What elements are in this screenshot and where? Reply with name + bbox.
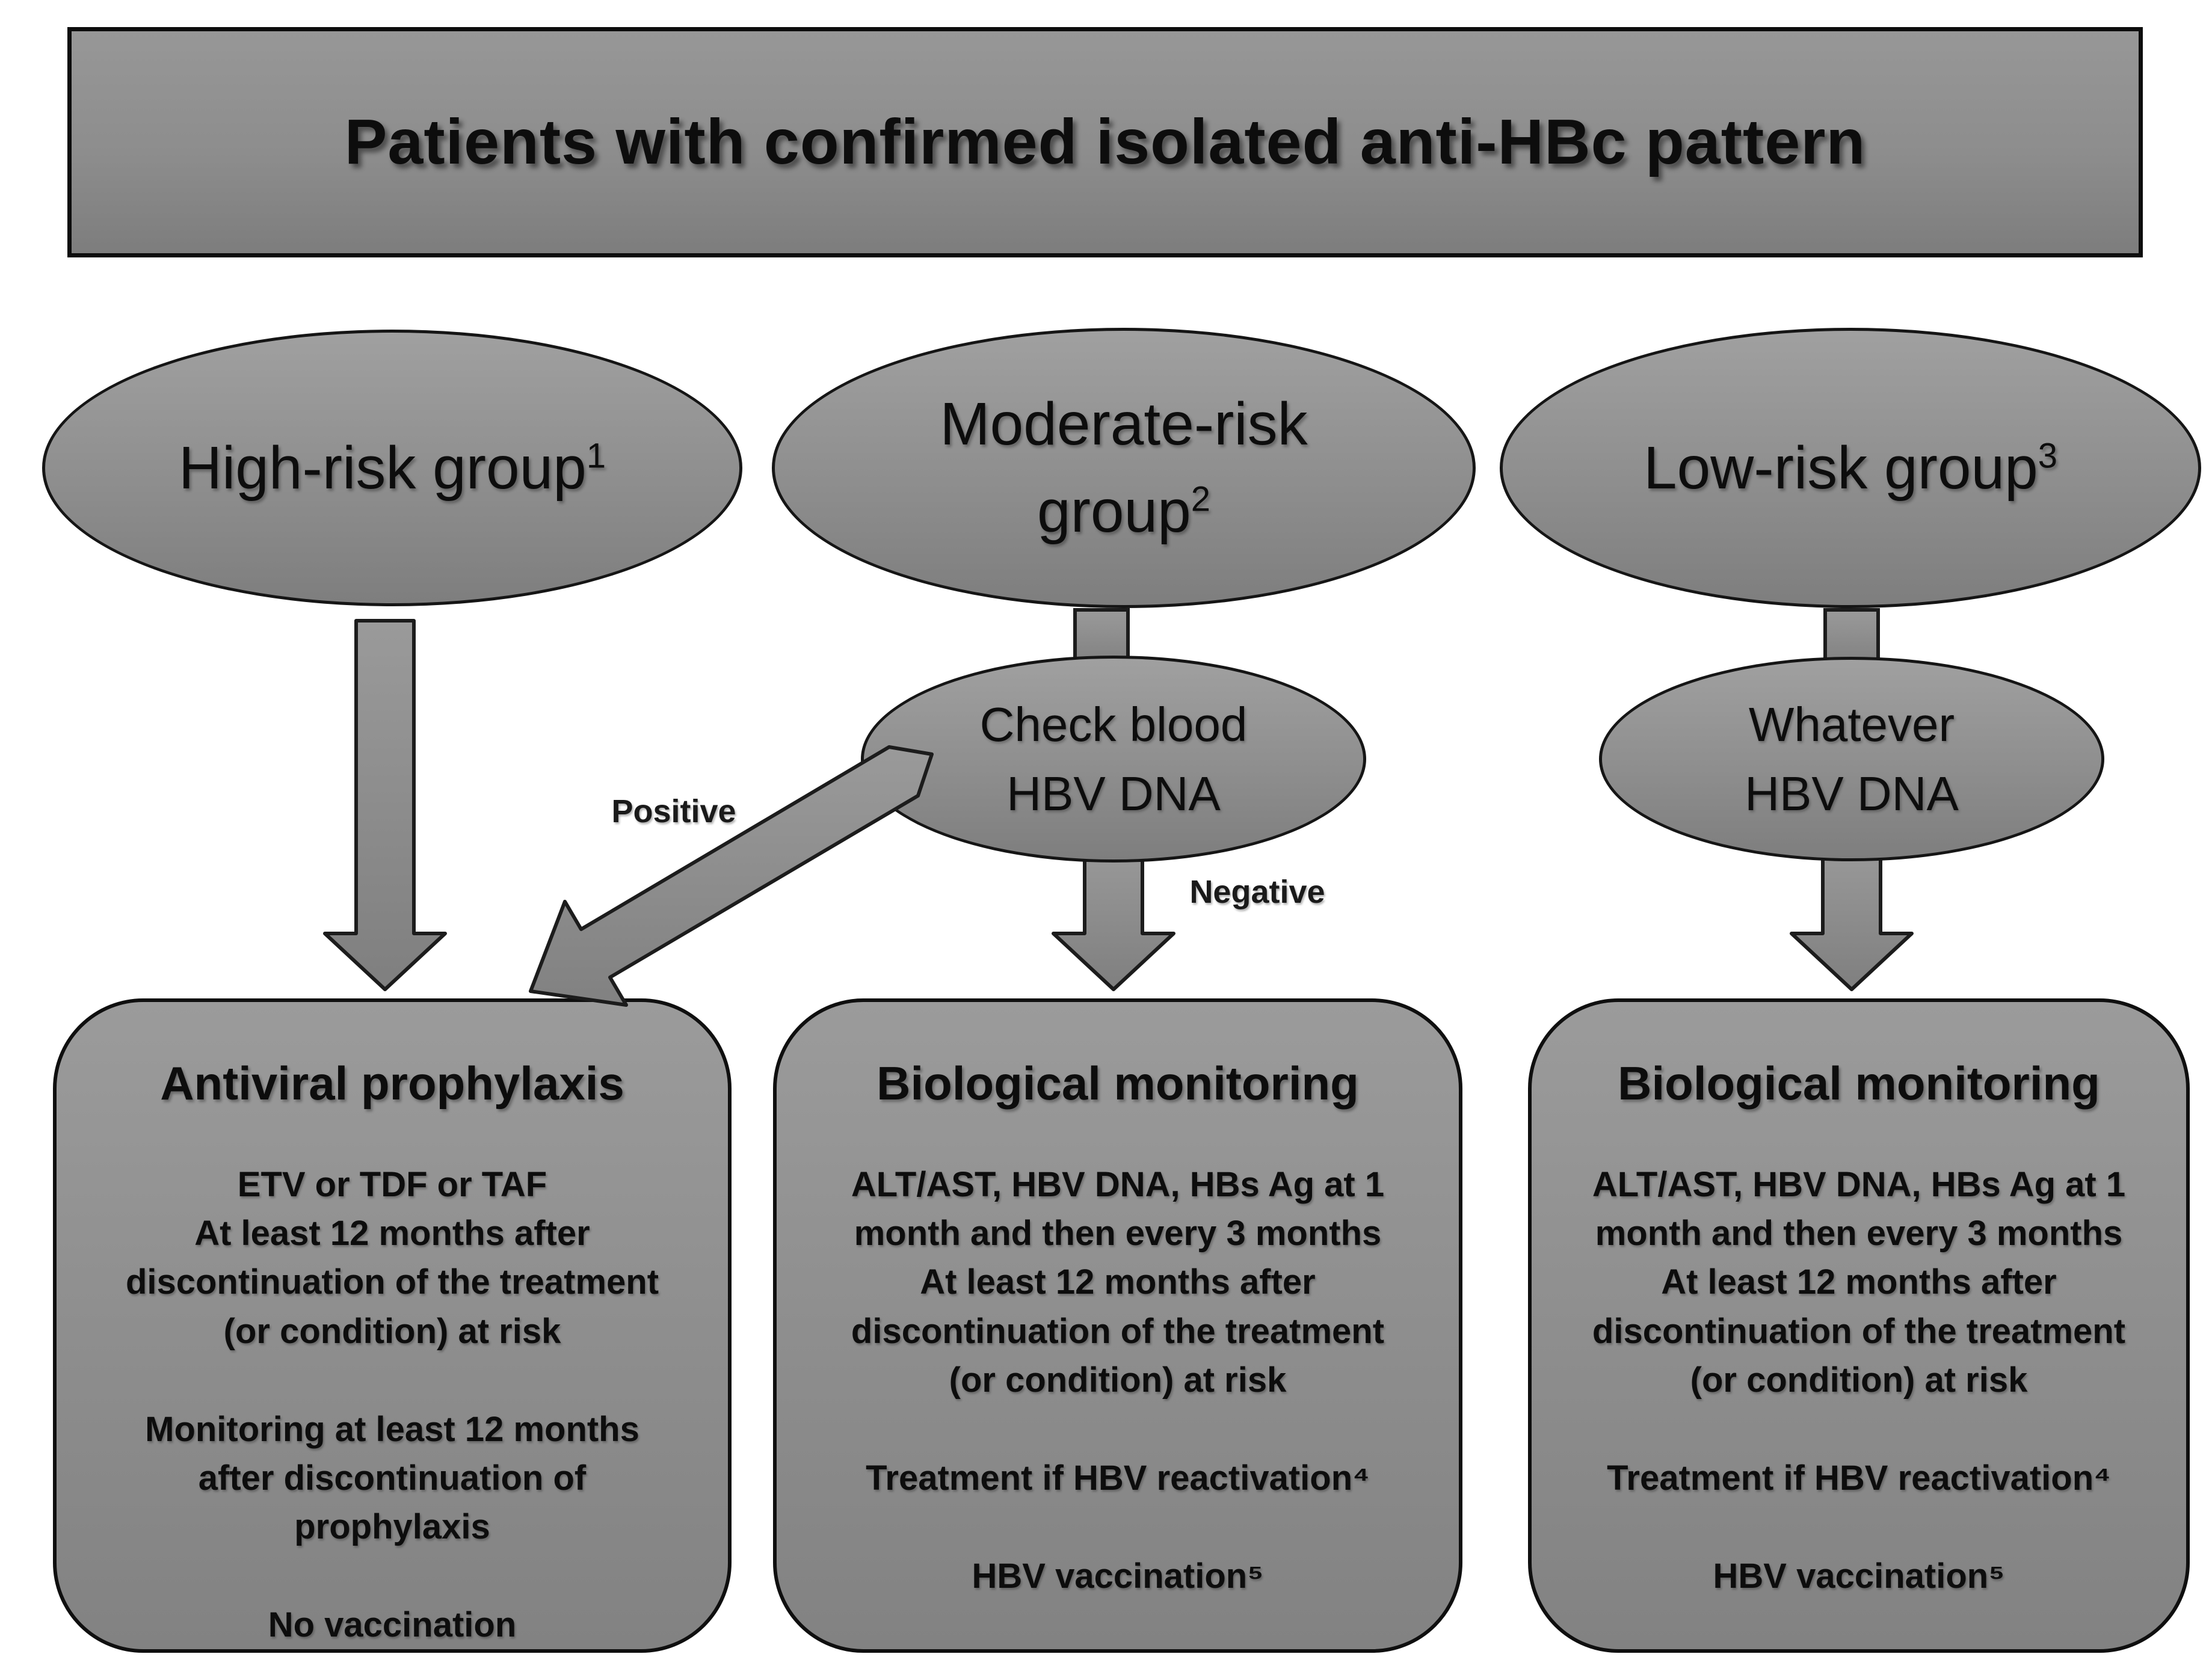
ellipse-moderate-risk-group: Moderate-risk group2	[772, 328, 1476, 608]
box3-paragraph-2: Treatment if HBV reactivation⁴	[1607, 1458, 2111, 1498]
ellipse-low-risk-group: Low-risk group3	[1500, 328, 2201, 608]
ellipse-high-risk-group: High-risk group1	[42, 330, 742, 606]
check-blood-line2: HBV DNA	[1006, 767, 1221, 820]
ellipse-check-blood-hbv-dna: Check blood HBV DNA	[861, 656, 1366, 862]
diagonal-arrow-positive	[529, 745, 934, 1007]
box1-title: Antiviral prophylaxis	[160, 1057, 624, 1110]
whatever-line2: HBV DNA	[1745, 767, 1959, 820]
high-risk-label: High-risk group1	[179, 425, 606, 512]
page-title: Patients with confirmed isolated anti-HB…	[344, 106, 1866, 177]
moderate-risk-line2: group2	[1037, 468, 1210, 555]
box3-title: Biological monitoring	[1618, 1057, 2100, 1110]
box2-title: Biological monitoring	[876, 1057, 1359, 1110]
moderate-risk-footnote: 2	[1191, 479, 1211, 519]
box1-paragraph-1: ETV or TDF or TAF At least 12 months aft…	[125, 1165, 659, 1351]
box3-paragraph-1: ALT/AST, HBV DNA, HBs Ag at 1 month and …	[1592, 1165, 2126, 1400]
box1-paragraph-2: Monitoring at least 12 months after disc…	[145, 1409, 639, 1547]
high-risk-text: High-risk group	[178, 434, 587, 502]
low-risk-text: Low-risk group	[1643, 434, 2038, 502]
box2-paragraph-1: ALT/AST, HBV DNA, HBs Ag at 1 month and …	[851, 1165, 1385, 1400]
title-banner: Patients with confirmed isolated anti-HB…	[67, 27, 2143, 257]
box-biological-monitoring-moderate: Biological monitoring ALT/AST, HBV DNA, …	[773, 998, 1462, 1653]
box-antiviral-prophylaxis: Antiviral prophylaxis ETV or TDF or TAF …	[53, 998, 732, 1653]
box2-paragraph-2: Treatment if HBV reactivation⁴	[866, 1458, 1370, 1498]
positive-branch-label: Positive	[611, 793, 736, 829]
low-risk-footnote: 3	[2038, 436, 2058, 476]
low-risk-label: Low-risk group3	[1644, 425, 2057, 512]
whatever-line1: Whatever	[1748, 697, 1955, 751]
moderate-risk-line1: Moderate-risk	[940, 390, 1308, 458]
box1-paragraph-3: No vaccination	[268, 1605, 517, 1645]
check-blood-line1: Check blood	[979, 697, 1248, 751]
moderate-risk-text: group	[1037, 478, 1191, 545]
negative-branch-label: Negative	[1189, 874, 1325, 910]
box-biological-monitoring-low: Biological monitoring ALT/AST, HBV DNA, …	[1528, 998, 2190, 1653]
high-risk-footnote: 1	[586, 436, 606, 476]
ellipse-whatever-hbv-dna: Whatever HBV DNA	[1599, 657, 2104, 861]
box2-paragraph-3: HBV vaccination⁵	[972, 1557, 1264, 1596]
box3-paragraph-3: HBV vaccination⁵	[1713, 1557, 2005, 1596]
down-arrow-high-risk	[323, 619, 447, 991]
